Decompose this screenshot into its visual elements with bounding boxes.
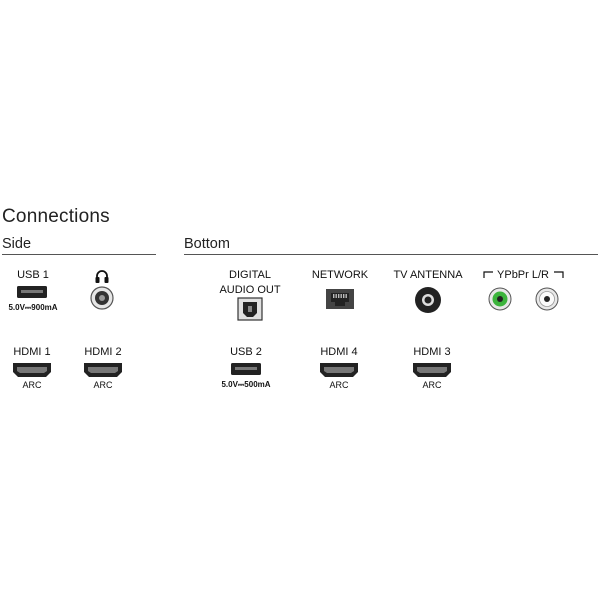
digital-audio-label-line2: AUDIO OUT xyxy=(219,284,281,296)
network-label: NETWORK xyxy=(311,269,369,281)
tv-antenna-label: TV ANTENNA xyxy=(393,269,463,281)
usb-port-icon xyxy=(16,285,48,299)
usb1-spec: 5.0V⎓900mA xyxy=(8,303,58,312)
page-title: Connections xyxy=(2,206,110,227)
hdmi2-sub: ARC xyxy=(93,380,113,390)
hdmi1-label: HDMI 1 xyxy=(13,346,51,358)
usb-port-icon xyxy=(230,362,262,376)
hdmi3-label: HDMI 3 xyxy=(413,346,451,358)
hdmi1-sub: ARC xyxy=(22,380,42,390)
usb1-label: USB 1 xyxy=(17,269,49,281)
ypbpr-label: YPbPr L/R xyxy=(497,269,549,281)
hdmi-port-icon xyxy=(12,362,52,378)
usb2-label: USB 2 xyxy=(230,346,262,358)
hdmi4-label: HDMI 4 xyxy=(320,346,358,358)
hdmi2-label: HDMI 2 xyxy=(84,346,122,358)
side-heading: Side xyxy=(2,236,32,252)
white-rca-jack-icon xyxy=(535,287,559,311)
bracket-right-icon xyxy=(554,270,564,278)
hdmi-port-icon xyxy=(319,362,359,378)
bottom-divider xyxy=(184,254,598,255)
bottom-heading: Bottom xyxy=(184,236,230,252)
headphones-icon xyxy=(94,268,110,284)
ethernet-port-icon xyxy=(325,288,355,310)
side-divider xyxy=(2,254,156,255)
digital-audio-label-line1: DIGITAL xyxy=(229,269,271,281)
usb2-spec: 5.0V⎓500mA xyxy=(221,380,271,389)
hdmi3-sub: ARC xyxy=(422,380,442,390)
green-rca-jack-icon xyxy=(488,287,512,311)
hdmi-port-icon xyxy=(83,362,123,378)
antenna-port-icon xyxy=(414,286,442,314)
headphone-jack-icon xyxy=(90,286,114,310)
hdmi-port-icon xyxy=(412,362,452,378)
hdmi4-sub: ARC xyxy=(329,380,349,390)
bracket-left-icon xyxy=(483,270,493,278)
optical-port-icon xyxy=(237,297,263,321)
